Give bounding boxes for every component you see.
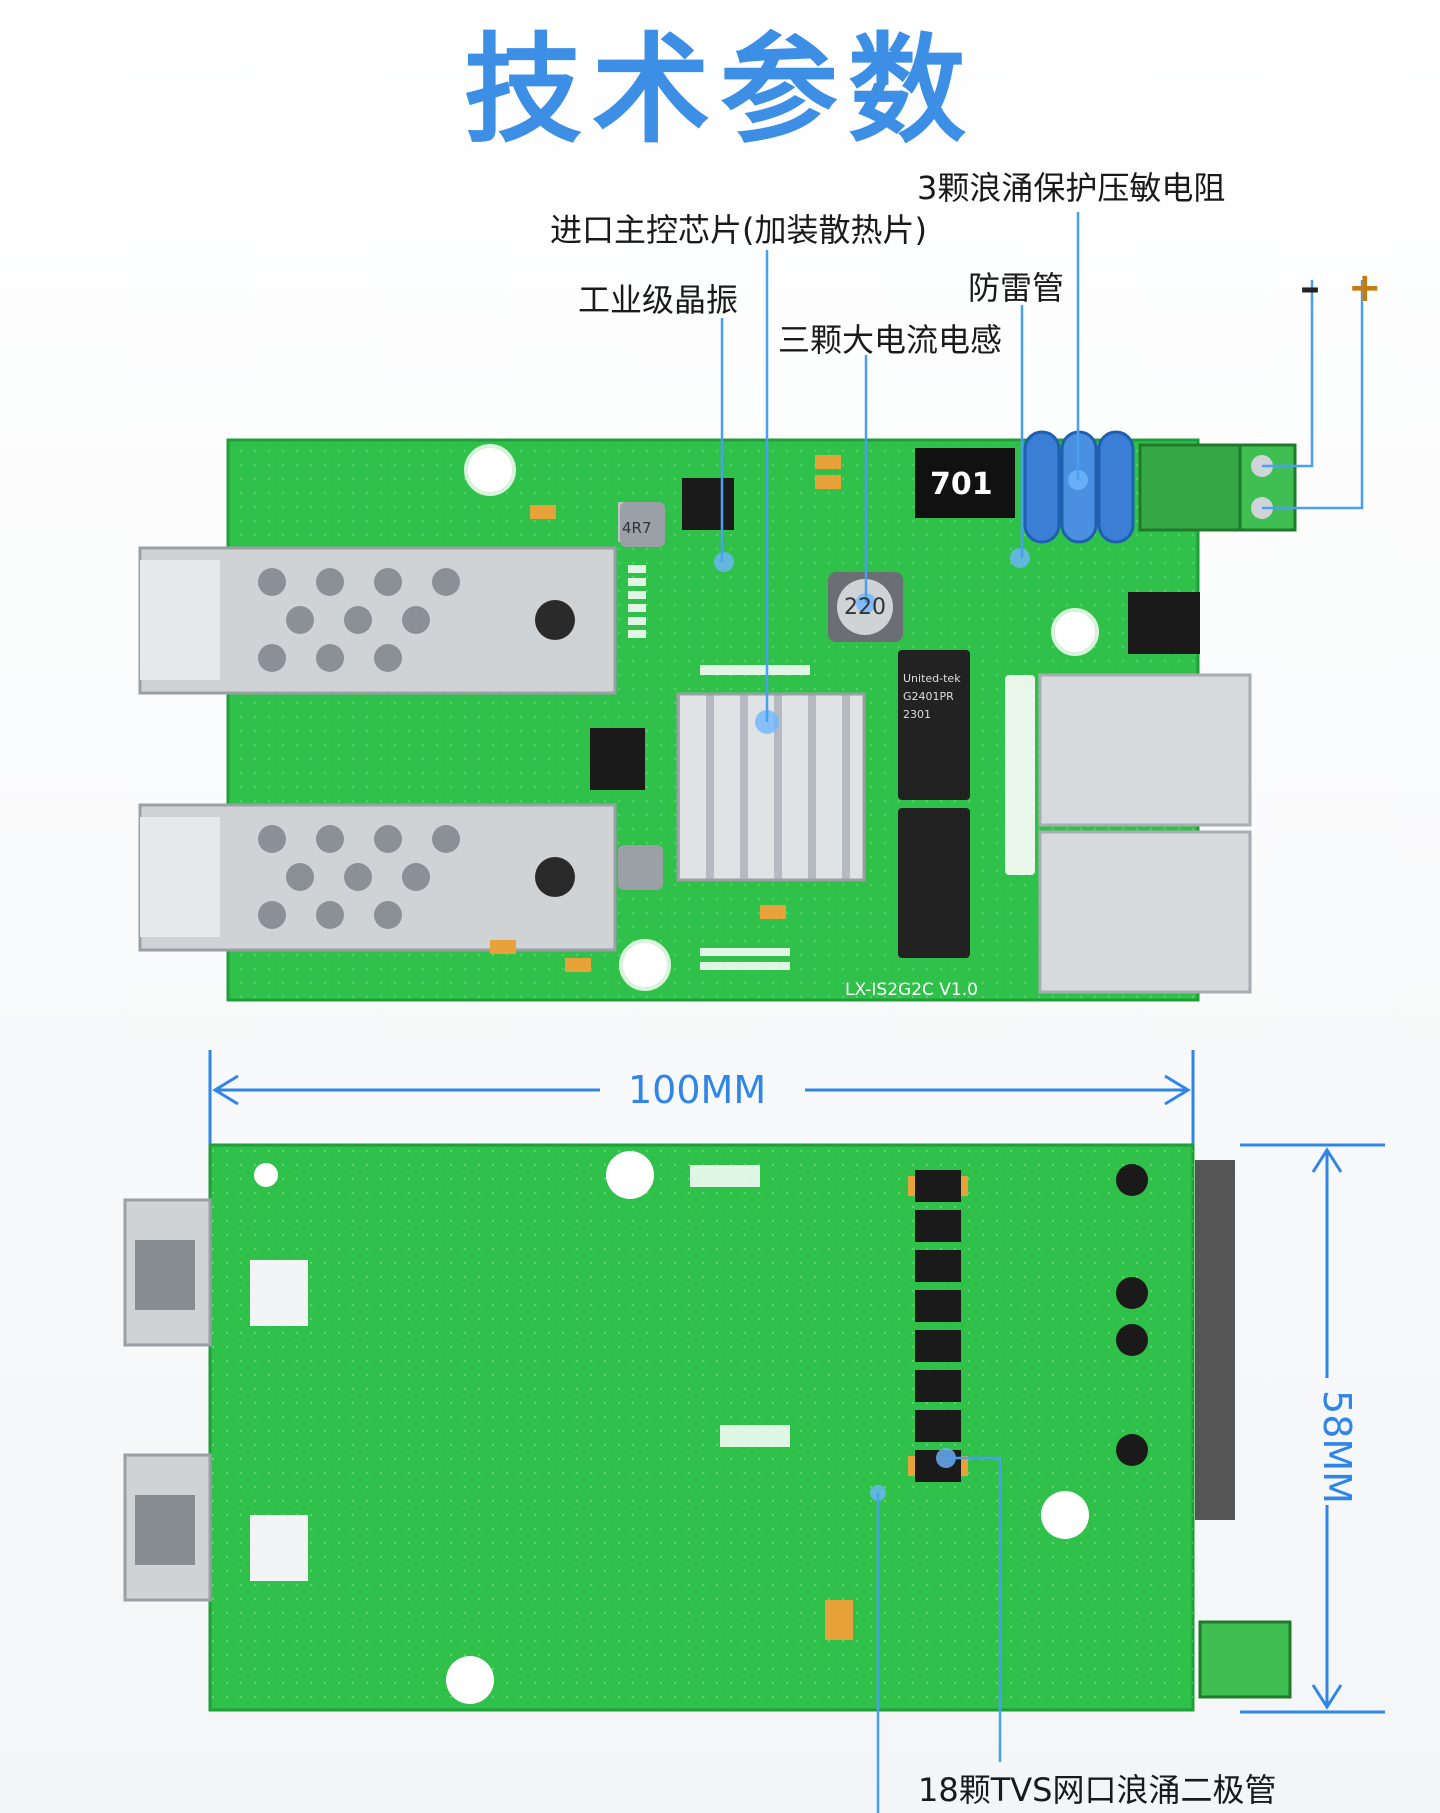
- top-board: [138, 430, 1297, 1002]
- arrester-701: [915, 448, 1015, 518]
- callout-crystal: 工业级晶振: [578, 281, 739, 319]
- callout-tvs: 18颗TVS网口浪涌二极管: [918, 1771, 1277, 1809]
- callout-varistor: 3颗浪涌保护压敏电阻: [917, 169, 1226, 207]
- height-label: 58MM: [1314, 1390, 1359, 1504]
- rj45-port-1: [1038, 673, 1252, 827]
- small-inductor-mark: 4R7: [622, 519, 652, 537]
- tvs-diodes: [915, 1170, 961, 1482]
- page-title: 技术参数: [463, 21, 976, 159]
- transformer-2: [898, 808, 970, 958]
- width-label: 100MM: [628, 1068, 767, 1112]
- callout-inductor: 三颗大电流电感: [778, 321, 1003, 359]
- flash-chip: [590, 728, 645, 790]
- callout-chip: 进口主控芯片(加装散热片): [550, 211, 927, 249]
- width-dimension: [208, 1050, 1195, 1148]
- bottom-board: [123, 1143, 1292, 1712]
- transformer-brand: United-tek: [903, 672, 961, 685]
- power-terminal: [1138, 443, 1242, 532]
- inductor-mark: 220: [844, 595, 886, 620]
- transformer-1: [898, 650, 970, 800]
- transformer-part: G2401PR: [903, 690, 954, 703]
- height-dimension: [1240, 1143, 1385, 1714]
- sfp-cage-2: [138, 803, 617, 952]
- terminal-minus: –: [1300, 265, 1320, 311]
- callout-arrester: 防雷管: [968, 269, 1065, 307]
- transformer-code: 2301: [903, 708, 931, 721]
- terminal-plus: +: [1348, 265, 1382, 311]
- arrester-mark: 701: [930, 467, 993, 502]
- callout-lines: [720, 212, 1364, 722]
- sfp-cage-1: [138, 546, 617, 695]
- rj45-port-2: [1038, 830, 1252, 994]
- reset-key: [1128, 592, 1200, 654]
- board-model: LX-IS2G2C V1.0: [845, 980, 978, 1000]
